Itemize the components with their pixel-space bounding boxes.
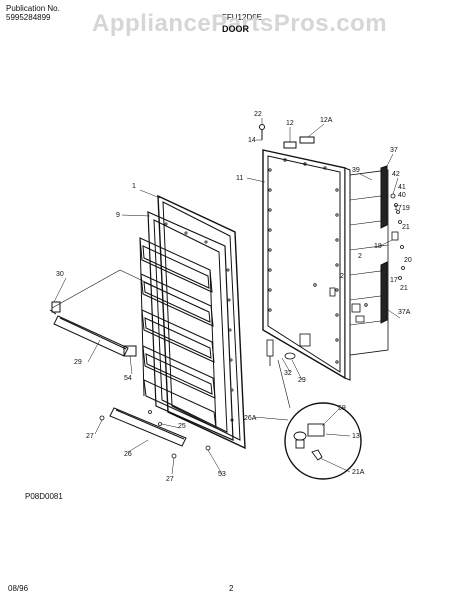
part-label-32: 32 — [284, 370, 292, 377]
watermark: AppliancePartsPros.com — [92, 10, 388, 37]
lower-hinge-parts — [266, 339, 296, 366]
part-label-21a: 21A — [352, 469, 365, 476]
part-label-41: 41 — [398, 184, 406, 191]
top-hinge-hardware — [259, 124, 315, 149]
door-handle-lower — [380, 261, 388, 324]
part-label-59: 59 — [338, 405, 346, 412]
part-label-11: 11 — [236, 175, 243, 182]
part-label-29: 29 — [74, 359, 82, 366]
part-label-21: 21 — [400, 285, 408, 292]
part-label-42: 42 — [392, 171, 400, 178]
part-label-39: 39 — [352, 167, 360, 174]
door-gasket — [157, 194, 246, 450]
door-outer-panel — [262, 149, 351, 381]
part-label-17: 17 — [390, 277, 398, 284]
part-label-12a: 12A — [320, 117, 333, 124]
part-label-9: 9 — [116, 212, 120, 219]
part-label-17: 17 — [394, 205, 402, 212]
part-label-20: 20 — [404, 257, 412, 264]
part-label-14: 14 — [248, 137, 256, 144]
part-label-54: 54 — [124, 375, 132, 382]
part-label-27: 27 — [166, 476, 174, 483]
part-label-27: 27 — [86, 433, 94, 440]
leader-lines — [53, 118, 401, 475]
door-inner-liner — [147, 211, 234, 441]
part-label-13: 13 — [352, 433, 360, 440]
part-label-18: 18 — [374, 243, 382, 250]
part-label-21: 21 — [402, 224, 410, 231]
page-number: 2 — [229, 584, 234, 593]
part-label-26a: 26A — [244, 415, 257, 422]
part-label-29: 29 — [298, 377, 306, 384]
door-handle-upper — [380, 165, 388, 229]
shelf-rail-lower — [109, 407, 187, 447]
part-label-26: 26 — [124, 451, 132, 458]
shelf-rail-upper — [51, 269, 205, 357]
part-label-22: 22 — [254, 111, 262, 118]
part-label-12: 12 — [286, 120, 294, 127]
part-label-1: 1 — [132, 183, 136, 190]
footer-date: 08/96 — [8, 584, 29, 593]
drawing-code: P08D0081 — [25, 492, 63, 501]
hinge-block-left — [49, 301, 61, 315]
part-label-25: 25 — [178, 423, 186, 430]
detail-circle — [277, 359, 362, 480]
model-number: FFU12D9E — [222, 13, 263, 22]
door-shelves — [139, 237, 217, 429]
part-label-2: 2 — [340, 273, 344, 280]
part-label-37a: 37A — [398, 309, 411, 316]
part-label-30: 30 — [56, 271, 64, 278]
part-label-40: 40 — [398, 192, 406, 199]
section-title: DOOR — [222, 24, 249, 34]
part-label-2: 2 — [358, 253, 362, 260]
part-label-37: 37 — [390, 147, 398, 154]
part-label-19: 19 — [402, 205, 410, 212]
part-label-53: 53 — [218, 471, 226, 478]
publication-label: Publication No. — [6, 4, 60, 13]
publication-number: 5995284899 — [6, 13, 51, 22]
